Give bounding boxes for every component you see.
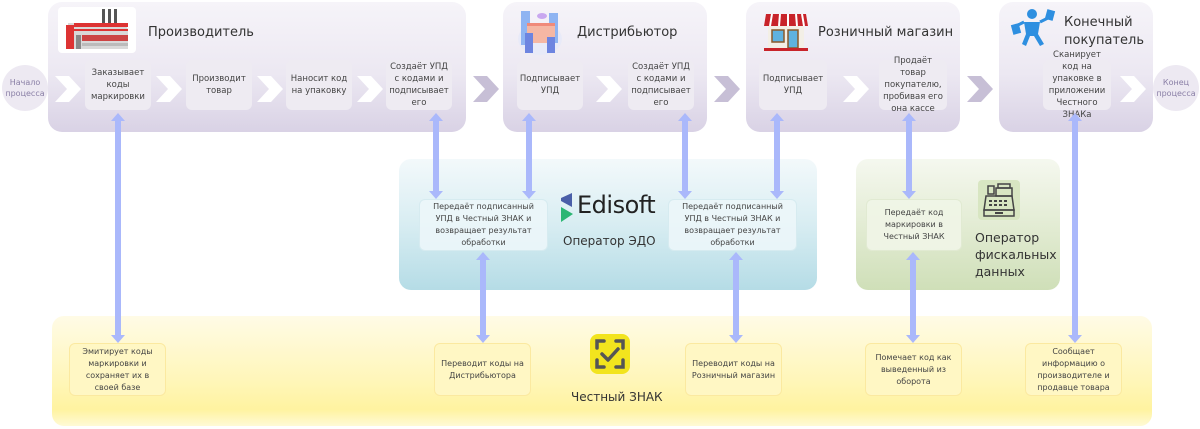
edo-box-distributor: Передаёт подписанный УПД в Честный ЗНАК …: [419, 199, 548, 251]
step-sell-goods: Продаёт товар покупателю, пробивая его о…: [879, 56, 947, 114]
edisoft-logo-icon: [560, 193, 574, 223]
arrow-distributor-edo: [678, 113, 692, 199]
edo-zone-label: Оператор ЭДО: [563, 234, 656, 248]
cz-box-withdraw-code: Помечает код как выведенный из оборота: [865, 343, 962, 396]
stage-title-retail: Розничный магазин: [818, 25, 954, 40]
arrow-retail-sign-edo: [770, 113, 784, 199]
process-start: Начало процесса: [2, 65, 48, 111]
step-produce-goods: Производит товар: [186, 60, 252, 110]
stage-title-distributor: Дистрибьютор: [577, 25, 678, 40]
edo-box-retail: Передаёт подписанный УПД в Честный ЗНАК …: [668, 199, 797, 251]
arrow-consumer-cz: [1068, 113, 1082, 343]
cz-box-emit-codes: Эмитирует коды маркировки и сохраняет их…: [69, 343, 166, 396]
step-scan-code: Сканирует код на упаковке в приложении Ч…: [1043, 50, 1111, 120]
chevron-right-icon: [1120, 76, 1146, 102]
shopper-icon: [1010, 8, 1056, 48]
ofd-zone-label: Оператор фискальных данных: [975, 230, 1057, 279]
ofd-box: Передаёт код маркировки в Честный ЗНАК: [866, 199, 962, 251]
chevron-right-icon: [156, 76, 182, 102]
arrow-edo-cz-distributor: [476, 252, 490, 343]
step-create-upd-producer: Создаёт УПД с кодами и подписывает его: [386, 60, 452, 110]
chevron-right-icon: [843, 76, 869, 102]
chevron-right-icon: [714, 76, 740, 102]
step-sign-upd-distributor: Подписывает УПД: [517, 60, 583, 110]
arrow-distributor-sign-edo: [522, 113, 536, 199]
arrow-edo-cz-retail: [729, 252, 743, 343]
cz-zone-label: Честный ЗНАК: [571, 390, 663, 404]
step-sign-upd-retail: Подписывает УПД: [759, 60, 827, 110]
stage-title-consumer: Конечный покупатель: [1064, 15, 1145, 48]
chevron-right-icon: [357, 76, 383, 102]
cash-register-icon: [978, 180, 1020, 220]
step-create-upd-distributor: Создаёт УПД с кодами и подписывает его: [628, 60, 694, 110]
chevron-right-icon: [596, 76, 622, 102]
cz-box-inform-consumer: Сообщает информацию о производителе и пр…: [1025, 343, 1122, 396]
chestny-znak-logo-icon: [590, 334, 630, 374]
arrow-producer-cz: [111, 113, 125, 343]
chevron-right-icon: [473, 76, 499, 102]
arrow-ofd-cz: [906, 252, 920, 343]
cz-box-transfer-distributor: Переводит коды на Дистрибьютора: [434, 343, 531, 396]
chevron-right-icon: [55, 76, 81, 102]
step-apply-code: Наносит код на упаковку: [286, 60, 352, 110]
shop-icon: [762, 10, 810, 52]
chevron-right-icon: [257, 76, 283, 102]
stage-title-producer: Производитель: [148, 25, 254, 40]
office-buildings-icon: [517, 7, 563, 55]
arrow-producer-edo: [429, 113, 443, 199]
process-end: Конец процесса: [1153, 65, 1199, 111]
step-order-codes: Заказывает коды маркировки: [85, 60, 151, 110]
edisoft-brand: Edisoft: [577, 191, 656, 219]
factory-icon: [58, 7, 136, 53]
arrow-retail-ofd: [902, 113, 916, 199]
chevron-right-icon: [967, 76, 993, 102]
cz-box-transfer-retail: Переводит коды на Розничный магазин: [685, 343, 782, 396]
